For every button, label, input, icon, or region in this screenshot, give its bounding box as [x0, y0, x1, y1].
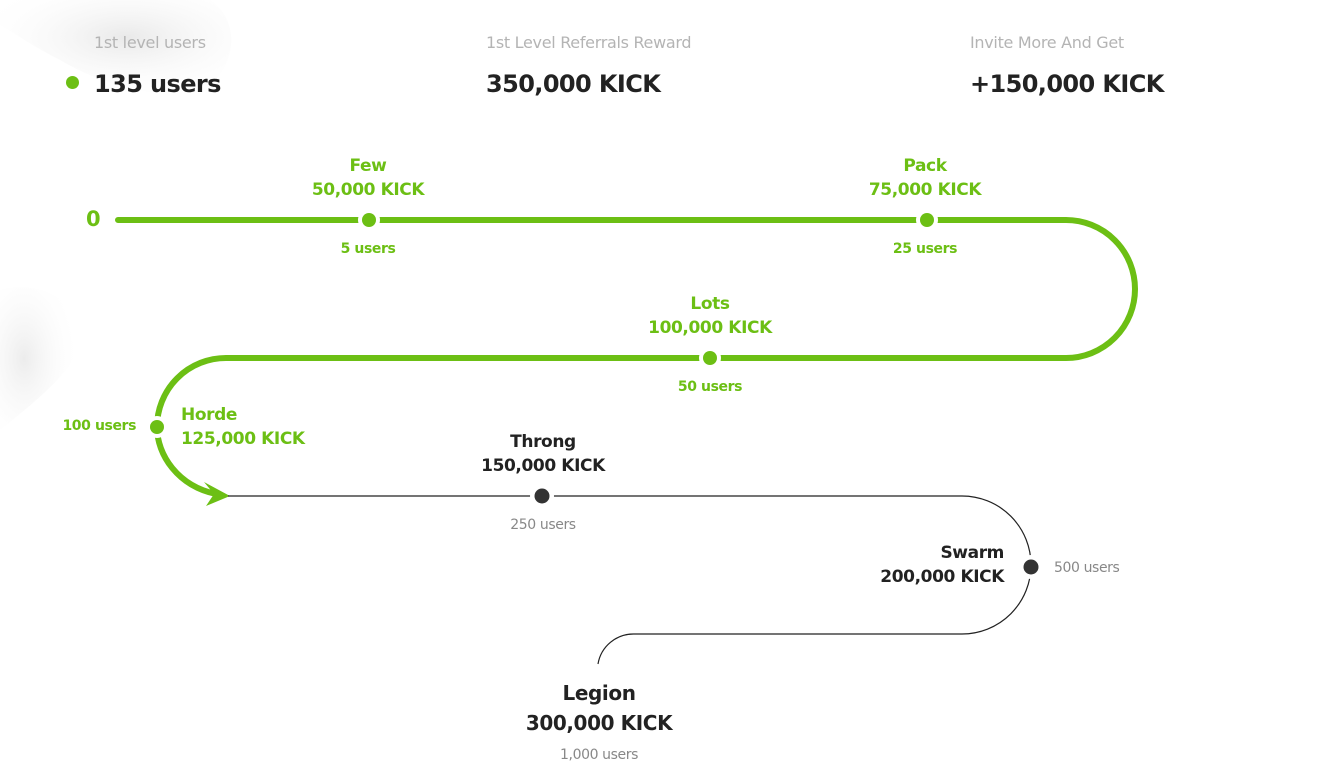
- milestone-users: 100 users: [62, 418, 136, 434]
- stat-label: 1st level users: [94, 33, 206, 52]
- milestone-dot: [703, 351, 717, 365]
- stat-referrals-reward: 1st Level Referrals Reward 350,000 KICK: [486, 32, 692, 98]
- milestone-lots: Lots 100,000 KICK: [648, 292, 772, 340]
- milestone-name: Few: [349, 156, 387, 176]
- milestone-legion: Legion 300,000 KICK: [525, 678, 673, 738]
- milestone-users: 25 users: [892, 241, 958, 257]
- stat-invite-more: Invite More And Get +150,000 KICK: [970, 32, 1164, 98]
- milestone-reward: 125,000 KICK: [181, 429, 305, 449]
- milestone-node-few: [358, 209, 380, 231]
- milestone-dot: [362, 213, 376, 227]
- stat-label: 1st Level Referrals Reward: [486, 33, 692, 52]
- milestone-dot: [150, 420, 164, 434]
- milestone-users: 500 users: [1054, 560, 1120, 576]
- milestone-name: Horde: [181, 405, 237, 425]
- milestone-node-swarm: [1019, 555, 1043, 579]
- stat-first-level-users: 1st level users 135 users: [66, 32, 221, 98]
- progress-arrow-icon: [204, 482, 230, 506]
- milestone-reward: 75,000 KICK: [868, 180, 982, 200]
- milestone-dot: [534, 488, 550, 504]
- milestone-name: Lots: [690, 294, 730, 314]
- milestone-dot: [920, 213, 934, 227]
- milestone-name: Pack: [903, 156, 947, 176]
- milestone-users: 250 users: [510, 517, 576, 533]
- milestone-reward: 300,000 KICK: [525, 711, 673, 735]
- milestone-users: 5 users: [340, 241, 396, 257]
- milestone-reward: 100,000 KICK: [648, 318, 772, 338]
- milestone-pack: Pack 75,000 KICK: [868, 154, 982, 202]
- milestone-dot: [1023, 559, 1039, 575]
- milestone-node-horde: [146, 416, 168, 438]
- milestone-name: Legion: [562, 681, 636, 705]
- milestone-reward: 50,000 KICK: [311, 180, 425, 200]
- stat-value: 350,000 KICK: [486, 70, 661, 98]
- track-path-remaining: [228, 495, 1032, 665]
- milestone-node-pack: [916, 209, 938, 231]
- stat-value: 135 users: [94, 70, 221, 98]
- milestone-swarm: Swarm 200,000 KICK: [880, 541, 1004, 589]
- active-status-dot: [66, 76, 79, 89]
- milestone-name: Swarm: [940, 543, 1004, 563]
- milestone-horde: Horde 125,000 KICK: [181, 403, 305, 451]
- stat-value: +150,000 KICK: [970, 70, 1164, 98]
- milestone-node-throng: [530, 484, 554, 508]
- milestone-node-lots: [699, 347, 721, 369]
- milestone-users: 1,000 users: [560, 747, 638, 763]
- track-start-label: 0: [86, 207, 101, 231]
- milestone-few: Few 50,000 KICK: [311, 154, 425, 202]
- milestone-throng: Throng 150,000 KICK: [481, 430, 605, 478]
- milestone-name: Throng: [510, 432, 576, 452]
- milestone-reward: 200,000 KICK: [880, 567, 1004, 587]
- milestone-reward: 150,000 KICK: [481, 456, 605, 476]
- stat-label: Invite More And Get: [970, 33, 1124, 52]
- track-path-completed: [115, 217, 1138, 497]
- milestone-users: 50 users: [677, 379, 743, 395]
